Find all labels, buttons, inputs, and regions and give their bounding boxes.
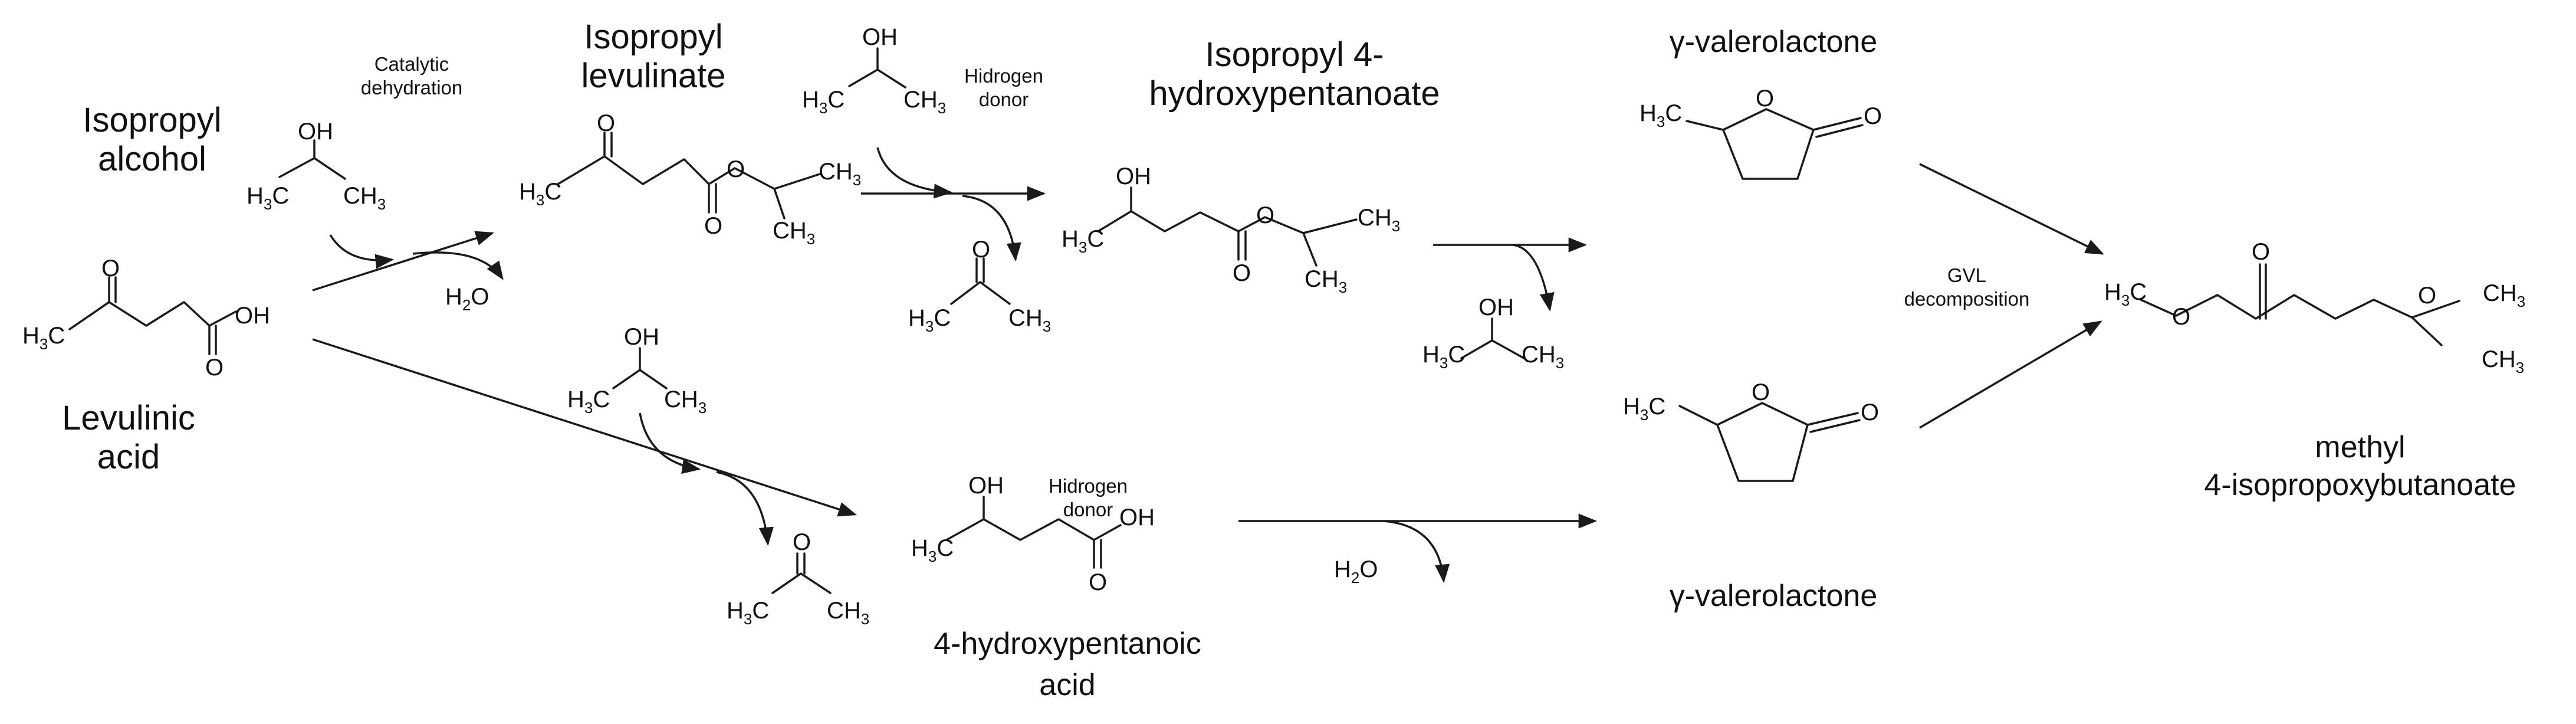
acetone-bottom-structure: O H3C CH3 [727,529,869,628]
gvl-bottom-structure: O O H3C [1623,379,1879,482]
water-bottom-label: H2O [1334,556,1378,587]
svg-text:OH: OH [1119,504,1155,530]
svg-text:O: O [597,110,615,136]
svg-text:O: O [2172,304,2190,330]
isopropyl-levulinate-structure: O O O H3C CH3 CH3 [519,110,861,248]
arrow-water-release-bottom [1382,520,1450,584]
svg-text:H3C: H3C [1623,394,1665,424]
svg-text:O: O [1752,379,1770,405]
svg-text:O: O [2252,239,2270,265]
svg-text:H3C: H3C [802,87,845,117]
svg-text:O: O [1089,569,1107,595]
svg-text:H3C: H3C [727,598,769,628]
svg-text:CH3: CH3 [1358,205,1400,235]
svg-text:H3C: H3C [1062,226,1104,256]
svg-text:OH: OH [624,324,659,350]
svg-text:CH3: CH3 [1305,266,1347,296]
svg-text:H3C: H3C [908,305,951,335]
isopropyl-4-hydroxypentanoate-structure: OH O O H3C CH3 CH3 [1062,163,1400,296]
arrow-donor-top-feed [876,147,953,199]
isopropanol-donor-bottom-structure: OH H3C CH3 [567,324,707,417]
arrow-acetone-bottom-release [716,471,774,546]
svg-text:O: O [1861,399,1879,425]
water-top-label: H2O [445,284,489,314]
isopropyl-4-hydroxypentanoate-label: Isopropyl 4-hydroxypentanoate [1149,35,1440,113]
svg-text:O: O [1256,202,1274,228]
svg-text:O: O [1864,103,1882,129]
arrow-donor-bottom-feed [639,412,701,474]
svg-text:O: O [793,529,811,555]
levulinic-acid-structure: O O OH H3C [22,255,270,381]
svg-text:OH: OH [235,303,270,329]
svg-text:O: O [972,237,990,263]
svg-text:OH: OH [1478,294,1514,320]
arrow-water-release-top [412,251,504,280]
arrow-ipa-release [1512,244,1555,312]
svg-text:OH: OH [968,473,1004,499]
svg-text:O: O [727,156,745,182]
isopropanol-released-structure: OH H3C CH3 [1422,294,1564,372]
svg-text:O: O [2418,283,2436,309]
svg-text:O: O [205,355,224,381]
methyl-4-isopropoxybutanoate-structure: O O O H3C CH3 CH3 [2104,239,2525,376]
arrow-acetone-top-release [962,195,1021,262]
svg-text:H3C: H3C [247,183,289,213]
svg-text:CH3: CH3 [827,598,869,628]
arrow-gvl-bottom-decomposition [1919,320,2102,429]
svg-text:CH3: CH3 [903,87,946,117]
svg-text:CH3: CH3 [1522,342,1564,372]
svg-text:O: O [1756,86,1774,112]
4-hydroxypentanoic-acid-structure: OH O OH H3C [911,473,1155,595]
svg-text:O: O [1233,260,1251,286]
arrow-ipa-feed [329,234,395,269]
svg-text:O: O [101,255,120,281]
svg-text:H3C: H3C [911,535,954,565]
svg-text:CH3: CH3 [773,218,815,248]
svg-text:CH3: CH3 [343,183,386,213]
svg-text:H3C: H3C [567,386,610,417]
svg-text:CH3: CH3 [1008,305,1051,335]
gvl-bottom-label: γ-valerolactone [1670,579,1878,613]
svg-text:H3C: H3C [1422,342,1465,372]
svg-text:H3C: H3C [1639,100,1682,130]
gvl-top-label: γ-valerolactone [1670,25,1878,59]
isopropanol-donor-top-structure: OH H3C CH3 [802,24,946,117]
svg-text:H3C: H3C [22,323,65,353]
arrow-la-to-hydroxypentanoic-acid [312,338,857,517]
arrow-la-to-isopropyl-levulinate [312,231,495,291]
svg-text:OH: OH [298,119,333,145]
isopropyl-alcohol-structure: OH H3C CH3 [247,119,386,213]
svg-text:H3C: H3C [2104,279,2147,309]
arrow-gvl-top-decomposition [1919,163,2104,255]
svg-text:CH3: CH3 [819,159,861,189]
acetone-top-structure: O H3C CH3 [908,237,1051,335]
svg-text:CH3: CH3 [664,386,707,417]
svg-text:O: O [704,213,722,239]
svg-text:OH: OH [862,24,898,50]
svg-text:CH3: CH3 [2482,346,2524,376]
svg-text:H3C: H3C [519,179,561,209]
gvl-top-structure: O O H3C [1639,86,1882,180]
svg-text:CH3: CH3 [2483,280,2525,310]
svg-text:OH: OH [1116,163,1151,189]
